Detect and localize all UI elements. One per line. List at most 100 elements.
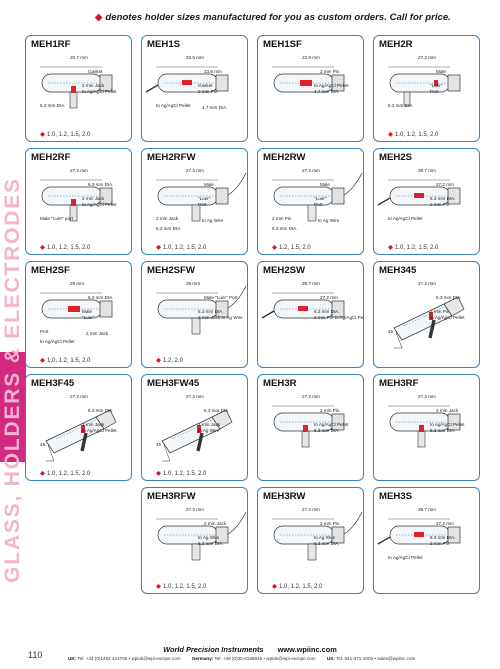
holder-title: MEH3RFW <box>147 491 196 502</box>
holder-title: MEH2S <box>379 152 413 163</box>
holder-title: MEH2RW <box>263 152 306 163</box>
pin-tip <box>377 197 391 206</box>
diamond-icon: ◆ <box>156 244 161 251</box>
jack-stem <box>428 319 436 339</box>
pellet-marker <box>419 425 424 432</box>
dimension-label: Male <box>320 182 330 187</box>
dimension-label: 6.3 mm DIA. <box>156 226 182 231</box>
contact-text[interactable]: Tel: 941-371-1003 • sales@wpiinc.com <box>336 656 416 661</box>
contact-label: US: <box>326 656 335 661</box>
holder-cap <box>95 409 117 430</box>
dimension-label: 6.3 mm DIA. <box>430 428 456 433</box>
diamond-icon: ◆ <box>388 244 393 251</box>
dimension-label: 27.2 mm <box>186 394 204 399</box>
diamond-icon: ◆ <box>95 12 103 23</box>
holder-title: MEH3RF <box>379 378 419 389</box>
holder-illustration <box>40 179 113 222</box>
dimension-label: 27.2 mm <box>320 295 338 300</box>
holder-title: MEH345 <box>379 265 417 276</box>
dimension-label: 2 mm Jack <box>82 196 105 201</box>
dimension-label: 2 mm Pin <box>320 521 340 526</box>
holder-illustration <box>272 405 345 448</box>
holder-title: MEH2SFW <box>147 265 195 276</box>
holder-title: MEH1S <box>147 39 181 50</box>
holder-cap <box>211 409 233 430</box>
dimension-label: 29 mm <box>186 281 201 286</box>
section-sidebar: GLASS, HOLDERS & ELECTRODES <box>0 130 26 630</box>
diamond-icon: ◆ <box>40 357 45 364</box>
pellet-marker <box>434 80 438 86</box>
dimension-label: 4.7 mm DIA. <box>314 89 340 94</box>
dimension-label: 20.7 mm <box>70 55 88 60</box>
holder-title: MEH3FW45 <box>147 378 200 389</box>
dimension-label: Gasket <box>198 83 213 88</box>
pin-tip <box>377 536 391 545</box>
size-values: 1.2, 1.5, 2.0 <box>279 245 311 251</box>
holder-title: MEH3S <box>379 491 413 502</box>
dimension-label: 6.3 mm DIA. <box>272 226 298 231</box>
pellet-marker <box>298 306 308 311</box>
custom-order-note: ◆denotes holder sizes manufactured for y… <box>95 12 495 23</box>
diamond-icon: ◆ <box>272 244 277 251</box>
jack-stem <box>69 91 78 109</box>
holder-illustration <box>377 179 461 206</box>
diamond-icon: ◆ <box>388 131 393 138</box>
dimension-label: to Ag/AgCl Pellet <box>40 339 75 344</box>
dimension-label: 29 mm <box>70 281 85 286</box>
dimension-label: 6.3 mm DIA. <box>40 103 66 108</box>
dimension-label: 27.2 mm <box>418 55 436 60</box>
dimension-label: "Luer" <box>430 83 443 88</box>
dimension-label: to Ag/AgCl Pellet <box>82 89 117 94</box>
diamond-icon: ◆ <box>156 357 161 364</box>
size-options: ◆1.0, 1.2, 1.5, 2.0 <box>40 356 90 364</box>
dimension-label: 6.3 mm DIA. <box>436 295 462 300</box>
dimension-label: to Ag/AgCl Pellet <box>388 555 423 560</box>
website-link[interactable]: www.wpiinc.com <box>277 645 337 654</box>
angle-dimension <box>162 444 171 462</box>
size-values: 1.0, 1.2, 1.5, 2.0 <box>47 245 91 251</box>
dimension-label: to Ag Wire <box>314 535 336 540</box>
dimension-label: 45 <box>388 329 394 334</box>
dimension-label: to Ag/AgCl Pellet <box>314 422 349 427</box>
pellet-marker <box>414 532 424 537</box>
dimension-label: Male "Luer" Port <box>204 295 238 300</box>
dimension-label: 2 mm Pin <box>430 309 450 314</box>
pellet-marker <box>429 312 433 320</box>
holder-title: MEH3R <box>263 378 297 389</box>
size-values: 1.0, 1.2, 1.5, 2.0 <box>163 471 207 477</box>
size-options: ◆1.0, 1.2, 1.5, 2.0 <box>156 469 206 477</box>
dimension-label: 6.3 mm DIA. <box>314 428 340 433</box>
dimension-label: 6.3 mm DIA. <box>314 541 340 546</box>
brand-name: World Precision Instruments <box>163 645 264 654</box>
custom-order-note-text: denotes holder sizes manufactured for yo… <box>105 12 451 23</box>
dimension-label: 6.3 mm DIA. <box>88 408 114 413</box>
contact-text[interactable]: Tel: +44 (0)1462 424700 • wpiuk@wpi-euro… <box>77 656 181 661</box>
holder-cap <box>447 74 461 92</box>
dimension-label: 2 mm Pin to Ag/AgCl Pellet <box>314 315 364 320</box>
dimension-label: 45 <box>40 442 46 447</box>
dimension-label: "Luer" <box>314 196 327 201</box>
size-values: 1.0, 1.2, 1.5, 2.0 <box>279 584 323 590</box>
dimension-label: 2 mm Jack <box>86 331 109 336</box>
dimension-label: 2 mm Jack <box>198 422 221 427</box>
dimension-label: 2 mm Pin <box>320 69 340 74</box>
holder-cap <box>215 187 229 205</box>
dimension-label: 2 mm Pin <box>272 216 292 221</box>
size-options: ◆1.0, 1.2, 1.5, 2.0 <box>272 582 322 590</box>
section-title: GLASS, HOLDERS & ELECTRODES <box>1 177 24 583</box>
size-values: 1.0, 1.2, 1.5, 2.0 <box>47 358 91 364</box>
dimension-label: Male <box>436 69 446 74</box>
dimension-label: 27.2 mm <box>70 168 88 173</box>
dimension-label: 6.3 mm DIA. <box>88 295 114 300</box>
dimension-label: 23.9 mm <box>204 69 222 74</box>
holder-illustration <box>145 66 229 93</box>
ag-wire <box>343 511 363 535</box>
holder-illustration <box>393 296 465 349</box>
contact-text[interactable]: Tel: +49 (0)30-6188845 • wpide@wpi-europ… <box>214 656 316 661</box>
holder-illustration <box>388 405 461 448</box>
dimension-label: 39.7 mm <box>302 281 320 286</box>
size-values: 1.0, 1.2, 1.5, 2.0 <box>395 132 439 138</box>
